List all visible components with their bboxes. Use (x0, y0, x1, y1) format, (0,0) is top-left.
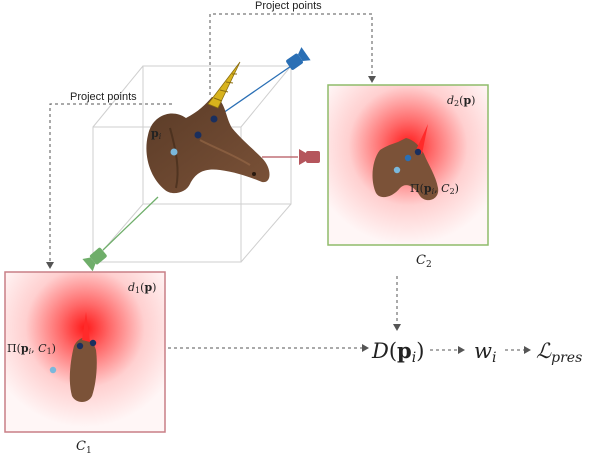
view-2-proj-label: Π(pi, C2) (410, 182, 459, 196)
point-3d-light (170, 148, 178, 156)
golden-horn (207, 61, 241, 109)
view-1-panel: d1(p) Π(pi, C1) (4, 271, 166, 433)
project-path-top (209, 13, 376, 95)
loss-label: ℒpres (536, 339, 582, 366)
view-2-panel: d2(p) Π(pi, C2) (327, 84, 489, 246)
camera-1-label: C1 (76, 439, 92, 454)
project-label-top: Project points (255, 0, 322, 12)
descriptor-label: D(pi) (371, 338, 424, 366)
ray-green (102, 196, 159, 251)
camera-icon (299, 149, 320, 165)
camera-icon (82, 247, 107, 272)
project-label-left: Project points (70, 91, 137, 103)
unicorn-head-icon (146, 61, 270, 194)
point-label: pi (151, 127, 162, 141)
camera-2-label: C2 (416, 253, 432, 270)
view-1-proj-label: Π(pi, C1) (7, 342, 56, 356)
view-1-dist-label: d1(p) (128, 281, 156, 295)
point-3d-dark-2 (210, 115, 218, 123)
camera-icon (286, 47, 311, 70)
point-3d-dark (194, 131, 202, 139)
project-path-left (46, 103, 172, 269)
view-2-dist-label: d2(p) (447, 94, 475, 108)
weight-label: wi (474, 339, 496, 366)
